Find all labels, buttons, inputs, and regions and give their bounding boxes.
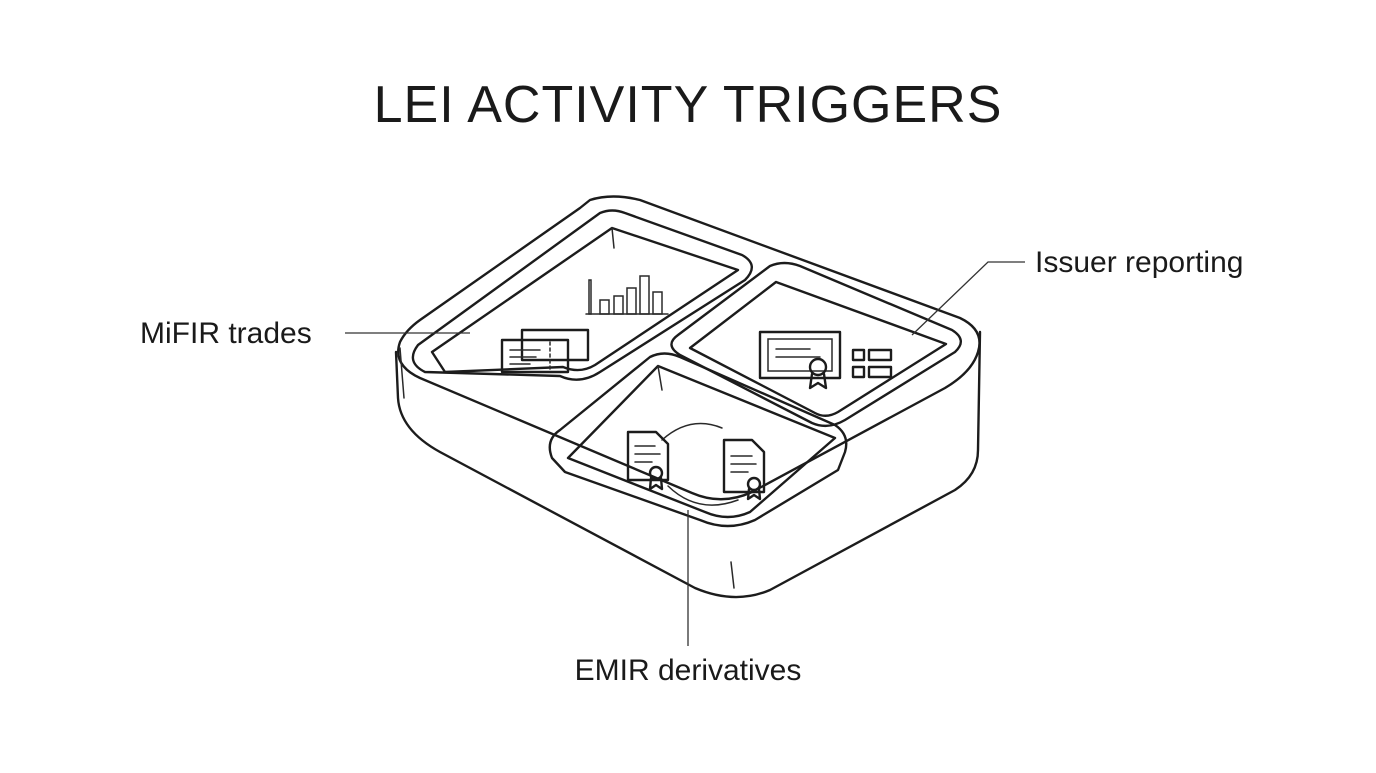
bar-chart-icon bbox=[585, 275, 669, 315]
compartment-inner-edge bbox=[657, 365, 663, 391]
ticket-icon bbox=[500, 328, 590, 374]
compartment-mifir-wall bbox=[411, 209, 753, 381]
leader-line-issuer bbox=[911, 261, 1025, 336]
compartment-emir bbox=[548, 352, 848, 528]
label-emir-derivatives: EMIR derivatives bbox=[575, 654, 802, 687]
label-issuer-reporting: Issuer reporting bbox=[1035, 246, 1243, 279]
label-mifir-trades: MiFIR trades bbox=[140, 317, 312, 350]
compartment-mifir bbox=[411, 209, 753, 381]
compartment-emir-floor bbox=[566, 364, 837, 519]
compartment-mifir-floor bbox=[430, 226, 740, 374]
compartment-issuer bbox=[670, 261, 962, 428]
tray-side-wall bbox=[394, 330, 982, 599]
document-icon bbox=[626, 430, 670, 491]
diagram-title: LEI ACTIVITY TRIGGERS bbox=[374, 76, 1003, 134]
certificate-icon bbox=[758, 330, 842, 390]
compartment-issuer-wall bbox=[670, 261, 962, 428]
compartment-emir-wall bbox=[548, 352, 848, 528]
compartment-inner-edge bbox=[611, 227, 615, 249]
list-icon bbox=[851, 348, 893, 379]
compartment-issuer-floor bbox=[688, 280, 948, 417]
document-icon bbox=[722, 438, 766, 501]
tray-corner-mark bbox=[399, 347, 405, 399]
document-exchange-icon bbox=[626, 422, 766, 506]
tray-corner-mark bbox=[730, 561, 735, 589]
